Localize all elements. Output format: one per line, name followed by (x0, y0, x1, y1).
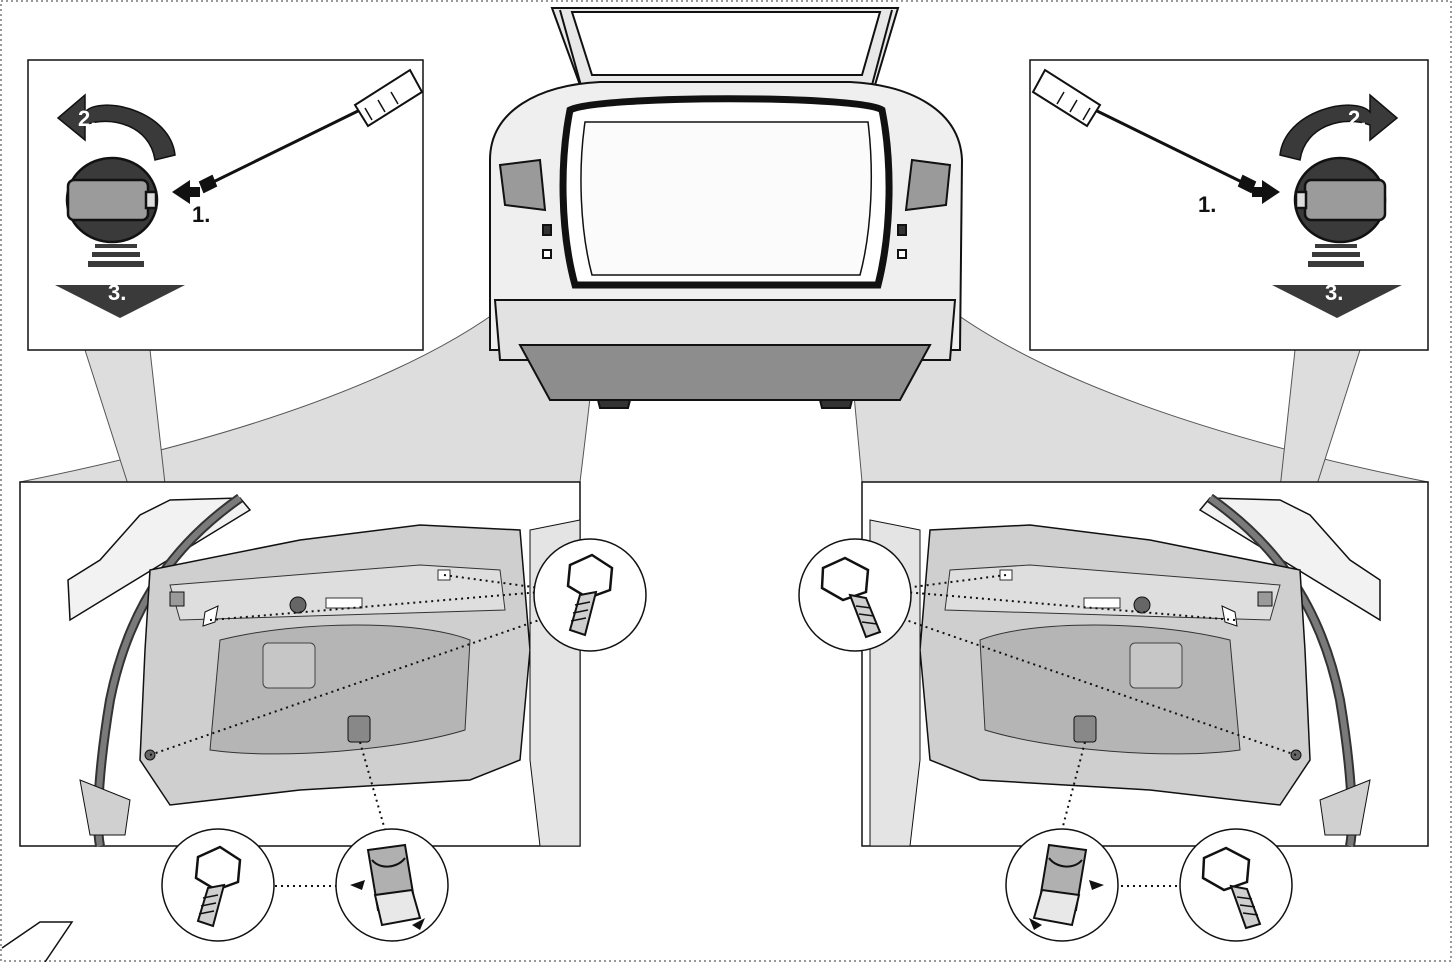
left-trunk-panel (19, 481, 581, 887)
push-arrow-icon (172, 180, 200, 204)
cargo-hook-icon (335, 828, 449, 942)
down-arrow-icon (1272, 244, 1402, 318)
right-step2-label: 2. (1348, 106, 1366, 131)
cargo-hook-icon (1005, 828, 1119, 942)
rear-diffuser (518, 344, 932, 401)
bolt-icon (161, 828, 275, 942)
screwdriver-icon (1031, 68, 1257, 194)
left-step2-label: 2. (78, 106, 96, 131)
left-inset: 1. 2. 3. (27, 59, 424, 351)
car-rear-view (489, 7, 964, 409)
left-step1-label: 1. (192, 202, 210, 227)
rotate-arrow-icon (1279, 93, 1399, 161)
trim-clip-icon (65, 156, 159, 244)
down-arrow-icon (55, 244, 185, 318)
bolt-icon (1179, 828, 1293, 942)
bolt-icon (798, 538, 912, 652)
right-inset: 1. 2. 3. (1029, 59, 1429, 351)
screwdriver-icon (198, 68, 424, 194)
right-trunk-panel (861, 481, 1429, 887)
right-leader-lines (899, 574, 1297, 887)
right-step1-label: 1. (1198, 192, 1216, 217)
left-tail-lamp (498, 158, 547, 212)
page-corner-mark (1, 921, 74, 962)
trim-clip-icon (1293, 156, 1387, 244)
trunk-interior (580, 121, 873, 276)
left-leader-lines (149, 574, 546, 887)
right-tail-lamp (904, 158, 952, 212)
right-step3-label: 3. (1325, 280, 1343, 305)
tailgate-glass (570, 11, 882, 76)
left-step3-label: 3. (108, 280, 126, 305)
rotate-arrow-icon (56, 93, 176, 161)
push-arrow-icon (1252, 180, 1280, 204)
bolt-icon (533, 538, 647, 652)
